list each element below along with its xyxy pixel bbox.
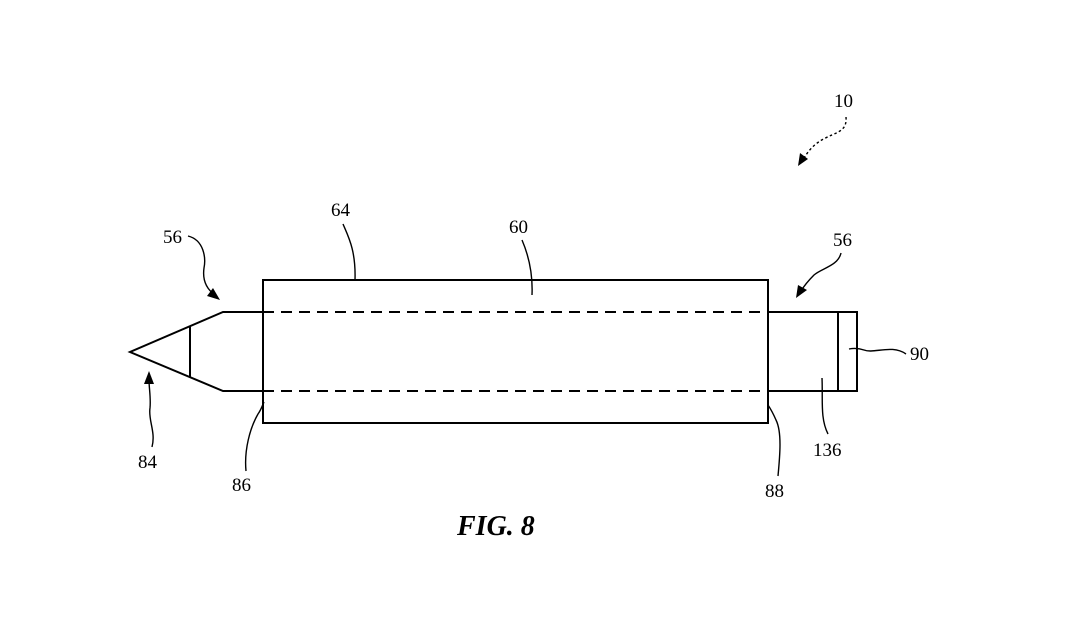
tip-leader bbox=[148, 379, 154, 448]
assembly-arrowhead bbox=[798, 153, 808, 166]
left-end-face-leader bbox=[244, 401, 265, 472]
bore-leader bbox=[521, 239, 533, 296]
label-tip: 84 bbox=[138, 452, 158, 473]
shaft-end-leader bbox=[821, 377, 829, 435]
assembly-leader bbox=[802, 116, 847, 161]
label-right-end-face: 88 bbox=[765, 481, 784, 502]
label-bore: 60 bbox=[509, 217, 528, 238]
right-end-arrowhead bbox=[796, 285, 807, 298]
label-left-end-face: 86 bbox=[232, 475, 251, 496]
label-shaft-end: 136 bbox=[813, 440, 842, 461]
sleeve-body bbox=[262, 279, 769, 424]
label-end-right: 56 bbox=[833, 230, 852, 251]
label-cap: 90 bbox=[910, 344, 929, 365]
left-end-leader bbox=[187, 235, 216, 296]
right-end-face-leader bbox=[767, 404, 781, 477]
sleeve-leader bbox=[342, 223, 356, 281]
label-end-left: 56 bbox=[163, 227, 182, 248]
tip-arrowhead bbox=[144, 371, 154, 384]
left-shaft-end bbox=[127, 311, 263, 392]
label-sleeve: 64 bbox=[331, 200, 351, 221]
cap-leader bbox=[848, 347, 907, 355]
figure-caption: FIG. 8 bbox=[456, 511, 535, 542]
right-shaft-end bbox=[768, 311, 858, 392]
left-end-arrowhead bbox=[207, 288, 220, 300]
right-end-leader bbox=[800, 252, 842, 292]
label-assembly: 10 bbox=[834, 91, 853, 112]
